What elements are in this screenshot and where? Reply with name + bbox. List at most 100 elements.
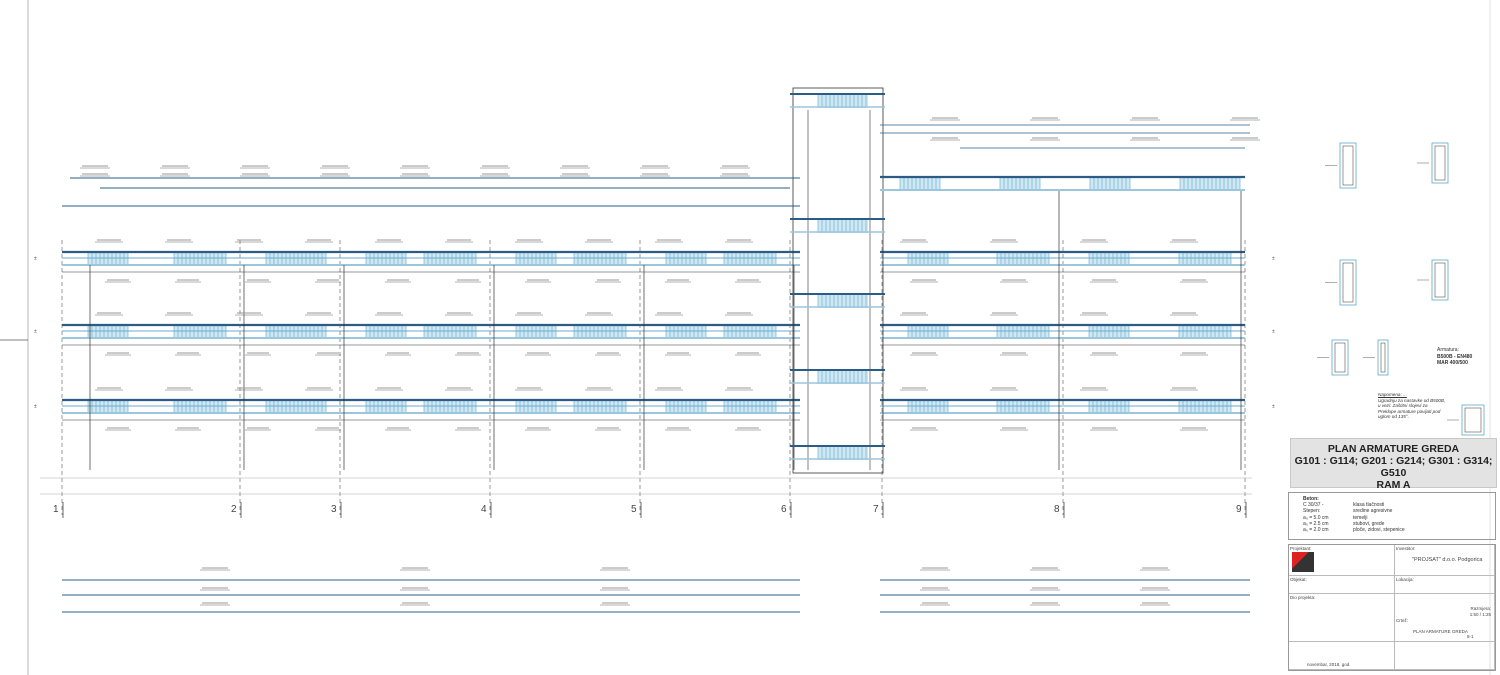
stirrup-outline [1434, 145, 1446, 181]
materials-line-2: MAR 400/500 [1437, 360, 1468, 366]
concrete-legend: Beton: C 30/37 -klasa tlačnosti Stepen:s… [1303, 496, 1405, 533]
stirrup-outline [1464, 407, 1482, 433]
level-marker: ± [34, 329, 37, 335]
stirrup-zone [174, 325, 226, 339]
note-line: u vezi: Zaštitni slojevi za [1378, 403, 1428, 409]
location-cell: Lokacija: [1395, 576, 1495, 594]
investor-cell: Investitor: "PROJSAT" d.o.o. Podgorica [1395, 545, 1495, 576]
note-heading: Napomena: ... [1378, 392, 1407, 397]
title-line-1: PLAN ARMATURE GREDA [1327, 443, 1460, 455]
concrete-key: a₀ = 2.0 cm [1303, 527, 1329, 534]
stirrup-zone [997, 252, 1049, 266]
stirrup-zone [724, 400, 776, 414]
stirrup-outline [1434, 262, 1446, 298]
stirrup-zone [818, 370, 868, 384]
company-logo [1292, 552, 1314, 572]
stirrup-zone [1179, 252, 1231, 266]
concrete-key: a₀ = 5.0 cm [1303, 514, 1329, 521]
designer-label: Projektant: [1290, 546, 1312, 551]
concrete-value: temelji [1353, 514, 1368, 521]
scale-value: 1:50 / 1:25 [1469, 612, 1491, 617]
level-marker: ± [34, 256, 37, 262]
drawing-label: Crtež: [1396, 618, 1409, 623]
materials-legend: Armatura: B500B - EN480 MAR 400/500 [1437, 347, 1472, 367]
investor-label: Investitor: [1396, 546, 1416, 551]
beam-cross-section [1339, 142, 1357, 189]
object-cell: Objekat: [1289, 576, 1395, 594]
date-value: novembar, 2018. god. [1307, 662, 1351, 667]
stirrup-zone [1180, 177, 1240, 191]
stirrup-zone [574, 400, 626, 414]
location-label: Lokacija: [1396, 577, 1414, 582]
concrete-key: Stepen: [1303, 508, 1321, 515]
stirrup-zone [274, 400, 326, 414]
beam-cross-section [1331, 339, 1349, 376]
stirrup-zone [997, 325, 1049, 339]
grid-axis-label: 4 [481, 504, 487, 515]
note-line: uglom od 135°. [1378, 414, 1409, 420]
stirrup-zone [274, 252, 326, 266]
note-line: Preklope armature povijati pod [1378, 408, 1441, 414]
investor-value: "PROJSAT" d.o.o. Podgorica [1412, 557, 1483, 563]
stirrup-zone [174, 400, 226, 414]
beam-cross-section [1431, 259, 1449, 301]
title-line-2: G101 : G114; G201 : G214; G301 : G314; G… [1294, 455, 1493, 479]
concrete-value: sredine agresivne [1353, 508, 1393, 515]
title-block: Projektant: Investitor: "PROJSAT" d.o.o.… [1288, 544, 1496, 671]
stirrup-zone [574, 325, 626, 339]
scale-label: Razmjera: [1470, 606, 1491, 611]
part-label: Dio projekta: [1290, 595, 1316, 600]
signature-cell [1395, 642, 1495, 670]
concrete-heading: Beton: [1303, 496, 1319, 502]
date-cell: novembar, 2018. god. [1289, 642, 1395, 670]
stirrup-zone [424, 325, 476, 339]
central-column [792, 87, 884, 474]
object-label: Objekat: [1290, 577, 1307, 582]
stirrup-outline [1334, 342, 1346, 373]
stirrup-zone [818, 446, 868, 460]
note-legend: Napomena: ... Ugradnju za nastavke od B5… [1378, 392, 1445, 420]
stirrup-zone [818, 94, 868, 108]
stirrup-outline [1342, 145, 1354, 186]
stirrup-zone [818, 294, 868, 308]
stirrup-zone [274, 325, 326, 339]
concrete-value: ploče, zidovi, stepenice [1353, 527, 1405, 534]
materials-line-1: B500B - EN480 [1437, 353, 1473, 360]
drawing-value: PLAN ARMATURE GREDA [1413, 629, 1468, 634]
materials-heading: Armatura: [1437, 347, 1459, 353]
level-marker: ± [1272, 404, 1275, 410]
grid-axis-label: 2 [231, 504, 237, 515]
stirrup-zone [1179, 325, 1231, 339]
level-marker: ± [34, 404, 37, 410]
beam-cross-section [1461, 404, 1485, 436]
sheet-number: 8-1 [1467, 634, 1474, 639]
stirrup-zone [724, 325, 776, 339]
grid-axis-label: 7 [873, 504, 879, 515]
stirrup-zone [424, 252, 476, 266]
concrete-value: klasa tlačnosti [1353, 502, 1385, 509]
grid-axis-label: 9 [1236, 504, 1242, 515]
concrete-box: Beton: C 30/37 -klasa tlačnosti Stepen:s… [1288, 492, 1496, 540]
level-marker: ± [1272, 256, 1275, 262]
stirrup-zone [574, 252, 626, 266]
grid-axis-label: 1 [53, 504, 59, 515]
grid-axis-label: 8 [1054, 504, 1060, 515]
stirrup-zone [818, 219, 868, 233]
stirrup-zone [1179, 400, 1231, 414]
concrete-value: stubovi, grede [1353, 520, 1385, 527]
drawing-title-box: PLAN ARMATURE GREDA G101 : G114; G201 : … [1290, 438, 1497, 491]
drawing-cell: Razmjera: 1:50 / 1:25 Crtež: PLAN ARMATU… [1395, 594, 1495, 642]
part-cell: Dio projekta: [1289, 594, 1395, 642]
level-marker: ± [1272, 329, 1275, 335]
stirrup-zone [174, 252, 226, 266]
beam-cross-section [1339, 259, 1357, 306]
stirrup-outline [1380, 342, 1386, 373]
stirrup-zone [424, 400, 476, 414]
stirrup-outline [1342, 262, 1354, 303]
concrete-key: a₀ = 2.5 cm [1303, 520, 1329, 527]
grid-axis-label: 5 [631, 504, 637, 515]
note-line: Ugradnju za nastavke od B500B, [1378, 397, 1446, 403]
beam-cross-section [1431, 142, 1449, 184]
grid-axis-label: 6 [781, 504, 787, 515]
